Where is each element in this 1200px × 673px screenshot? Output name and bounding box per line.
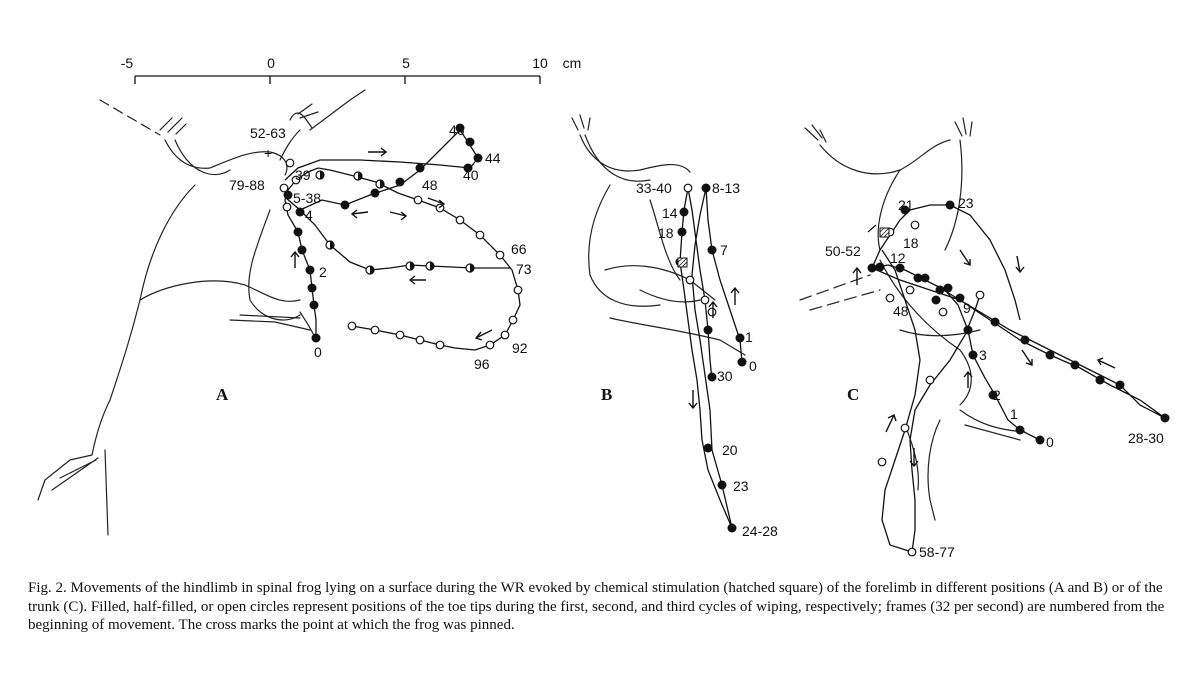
label-a-40: 40	[463, 167, 479, 183]
label-a-2: 2	[319, 264, 327, 280]
label-a-0: 0	[314, 344, 322, 360]
scale-tick-5: 5	[402, 55, 410, 71]
label-c-50-52: 50-52	[825, 243, 861, 259]
label-c-1: 1	[1010, 406, 1018, 422]
scale-bar: -5 0 5 10 cm	[121, 55, 582, 84]
scale-tick-minus5: -5	[121, 55, 134, 71]
panel-b: 33-40 8-13 14 18 7 1 0 30 20 23 24-28 B	[571, 114, 778, 539]
label-b-18: 18	[658, 225, 674, 241]
label-b-24-28: 24-28	[742, 523, 778, 539]
label-a-pin-cross: +	[264, 145, 272, 161]
scale-tick-0: 0	[267, 55, 275, 71]
scale-tick-10: 10	[532, 55, 548, 71]
figure-drawing: -5 0 5 10 cm	[37, 55, 1170, 560]
scale-unit: cm	[563, 55, 582, 71]
label-c-18: 18	[903, 235, 919, 251]
frame-labels-c: 21 23 18 50-52 12 48 9 3 2 1 0 28-30 58-…	[825, 195, 1164, 560]
frog-outline-a	[37, 89, 366, 536]
label-c-9: 9	[963, 300, 971, 316]
label-a-39: 39	[295, 167, 311, 183]
label-a-73: 73	[516, 261, 532, 277]
label-a-96: 96	[474, 356, 490, 372]
label-c-12: 12	[890, 250, 906, 266]
label-a-44: 44	[485, 150, 501, 166]
frog-outline-c	[799, 117, 1026, 521]
trace-b	[675, 183, 747, 533]
label-b-20: 20	[722, 442, 738, 458]
label-b-7: 7	[720, 242, 728, 258]
panel-a: 52-63 + 39 79-88 5-38 4 2 0 46 44 40 48 …	[37, 89, 532, 536]
label-b-1: 1	[745, 329, 753, 345]
label-a-5-38: 5-38	[293, 190, 321, 206]
label-a-4: 4	[305, 207, 313, 223]
panel-letter-a: A	[216, 385, 229, 404]
panel-letter-c: C	[847, 385, 859, 404]
label-c-2: 2	[993, 387, 1001, 403]
label-a-92: 92	[512, 340, 528, 356]
label-b-30: 30	[717, 368, 733, 384]
frame-labels-a: 52-63 + 39 79-88 5-38 4 2 0 46 44 40 48 …	[229, 122, 532, 372]
label-c-28-30: 28-30	[1128, 430, 1164, 446]
label-c-48: 48	[893, 303, 909, 319]
label-c-23: 23	[958, 195, 974, 211]
frame-labels-b: 33-40 8-13 14 18 7 1 0 30 20 23 24-28	[636, 180, 778, 539]
label-a-46: 46	[449, 122, 465, 138]
label-a-79-88: 79-88	[229, 177, 265, 193]
label-c-21: 21	[898, 197, 914, 213]
label-b-23: 23	[733, 478, 749, 494]
panel-c: 21 23 18 50-52 12 48 9 3 2 1 0 28-30 58-…	[799, 117, 1170, 560]
label-a-66: 66	[511, 241, 527, 257]
label-c-3: 3	[979, 347, 987, 363]
label-a-48: 48	[422, 177, 438, 193]
label-c-58-77: 58-77	[919, 544, 955, 560]
trace-a	[279, 123, 523, 351]
label-b-8-13: 8-13	[712, 180, 740, 196]
label-a-52-63: 52-63	[250, 125, 286, 141]
label-b-14: 14	[662, 205, 678, 221]
label-b-33-40: 33-40	[636, 180, 672, 196]
trace-c	[852, 200, 1170, 557]
figure-caption: Fig. 2. Movements of the hindlimb in spi…	[28, 580, 1165, 633]
panel-letter-b: B	[601, 385, 612, 404]
label-c-0: 0	[1046, 434, 1054, 450]
label-b-0: 0	[749, 358, 757, 374]
